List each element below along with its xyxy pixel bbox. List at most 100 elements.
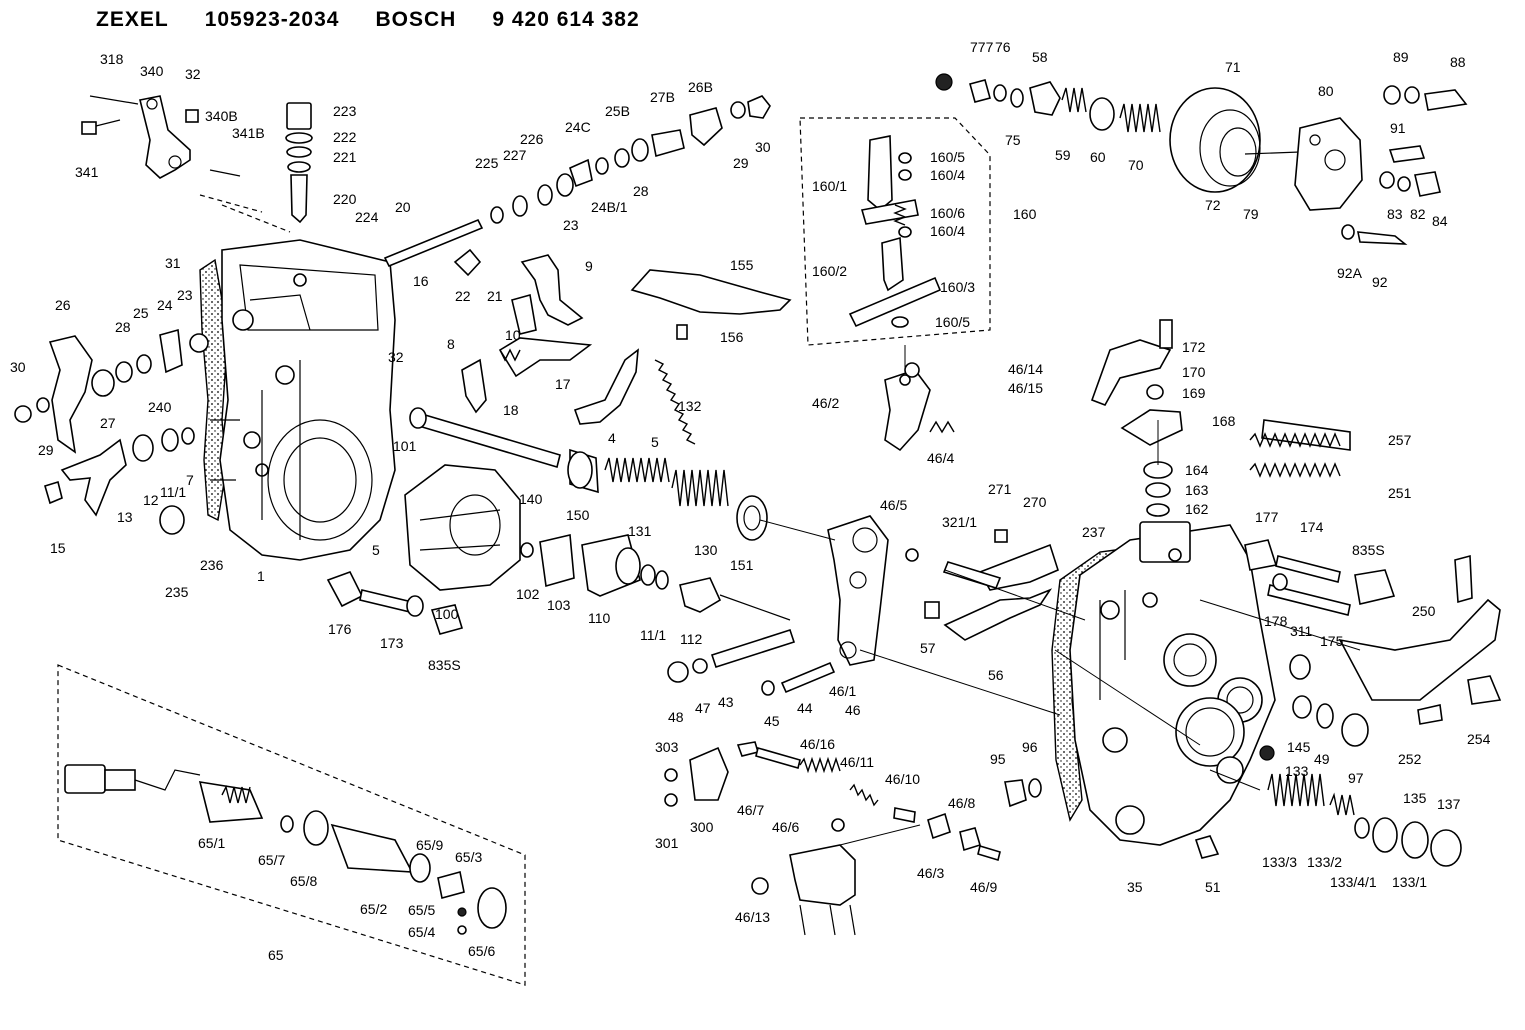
label-43: 43 (718, 694, 734, 710)
label-250: 250 (1412, 603, 1436, 619)
label-340b: 340B (205, 108, 238, 124)
label-29: 29 (38, 442, 54, 458)
label-46-9: 46/9 (970, 879, 997, 895)
label-24c: 24C (565, 119, 591, 135)
screw-stack-220 (285, 102, 313, 224)
label-130: 130 (694, 542, 718, 558)
label-51: 51 (1205, 879, 1221, 895)
label-45: 45 (764, 713, 780, 729)
label-46-14: 46/14 (1008, 361, 1043, 377)
label-341: 341 (75, 164, 99, 180)
label-46-1: 46/1 (829, 683, 856, 699)
label-65-2: 65/2 (360, 901, 387, 917)
label-44: 44 (797, 700, 813, 716)
label-46-4: 46/4 (927, 450, 954, 466)
label-58: 58 (1032, 49, 1048, 65)
label-91: 91 (1390, 120, 1406, 136)
label-28: 28 (115, 319, 131, 335)
label-46-5: 46/5 (880, 497, 907, 513)
label-225: 225 (475, 155, 499, 171)
spring-132 (654, 359, 696, 445)
label-254: 254 (1467, 731, 1491, 747)
label-132: 132 (678, 398, 702, 414)
label-160: 160 (1013, 206, 1037, 222)
label-174: 174 (1300, 519, 1324, 535)
label-235: 235 (165, 584, 189, 600)
label-160-6: 160/6 (930, 205, 965, 221)
label-65-5: 65/5 (408, 902, 435, 918)
group-160-parts (848, 135, 942, 328)
label-160-1: 160/1 (812, 178, 847, 194)
label-178: 178 (1264, 613, 1288, 629)
label-16: 16 (413, 273, 429, 289)
label-84: 84 (1432, 213, 1448, 229)
label-103: 103 (547, 597, 571, 613)
label-92a: 92A (1337, 265, 1363, 281)
label-25: 25 (133, 305, 149, 321)
label-237: 237 (1082, 524, 1106, 540)
bosch-part-number: 9 420 614 382 (492, 8, 640, 31)
label-65-9: 65/9 (416, 837, 443, 853)
label-47: 47 (695, 700, 711, 716)
label-60: 60 (1090, 149, 1106, 165)
label-145: 145 (1287, 739, 1311, 755)
label-777: 777 (970, 39, 994, 55)
label-270: 270 (1023, 494, 1047, 510)
label-236: 236 (200, 557, 224, 573)
label-23: 23 (177, 287, 193, 303)
label-20: 20 (395, 199, 411, 215)
lever-155 (630, 269, 792, 315)
label-31: 31 (165, 255, 181, 271)
washer-chain-upper (490, 95, 771, 224)
label-26b: 26B (688, 79, 713, 95)
label-26: 26 (55, 297, 71, 313)
label-71: 71 (1225, 59, 1241, 75)
label-72: 72 (1205, 197, 1221, 213)
label-65-7: 65/7 (258, 852, 285, 868)
label-227: 227 (503, 147, 527, 163)
label-82: 82 (1410, 206, 1426, 222)
governor-sleeve-group (520, 534, 791, 621)
label-160-5: 160/5 (935, 314, 970, 330)
label-49: 49 (1314, 751, 1330, 767)
label-46-7: 46/7 (737, 802, 764, 818)
label-65-6: 65/6 (468, 943, 495, 959)
label-65: 65 (268, 947, 284, 963)
label-318: 318 (100, 51, 124, 67)
label-96: 96 (1022, 739, 1038, 755)
lever-4 (573, 348, 639, 425)
label-173: 173 (380, 635, 404, 651)
label-46-3: 46/3 (917, 865, 944, 881)
label-11-1-left: 11/1 (160, 484, 186, 500)
label-12: 12 (143, 492, 159, 508)
label-46-6: 46/6 (772, 819, 799, 835)
label-133-3: 133/3 (1262, 854, 1297, 870)
lever-270-group (924, 529, 1059, 641)
part-labels: 318 340 32 340B 341B 341 223 222 221 220… (10, 39, 1491, 963)
label-8: 8 (447, 336, 455, 352)
label-10: 10 (505, 327, 521, 343)
label-30-top: 30 (755, 139, 771, 155)
label-135: 135 (1403, 790, 1427, 806)
label-240: 240 (148, 399, 172, 415)
label-160-2: 160/2 (812, 263, 847, 279)
bracket-group-9 (453, 248, 593, 414)
label-151: 151 (730, 557, 754, 573)
stop-screw-group (1244, 539, 1396, 616)
label-83: 83 (1387, 206, 1403, 222)
label-65-4: 65/4 (408, 924, 435, 940)
label-25b: 25B (605, 103, 630, 119)
label-46-15: 46/15 (1008, 380, 1043, 396)
label-65-3: 65/3 (455, 849, 482, 865)
label-137: 137 (1437, 796, 1461, 812)
label-162: 162 (1185, 501, 1209, 517)
label-5-left: 5 (372, 542, 380, 558)
label-160-4: 160/4 (930, 223, 965, 239)
label-133-2: 133/2 (1307, 854, 1342, 870)
label-30: 30 (10, 359, 26, 375)
label-140: 140 (519, 491, 543, 507)
governor-shaft-assembly (409, 407, 768, 541)
label-95: 95 (990, 751, 1006, 767)
